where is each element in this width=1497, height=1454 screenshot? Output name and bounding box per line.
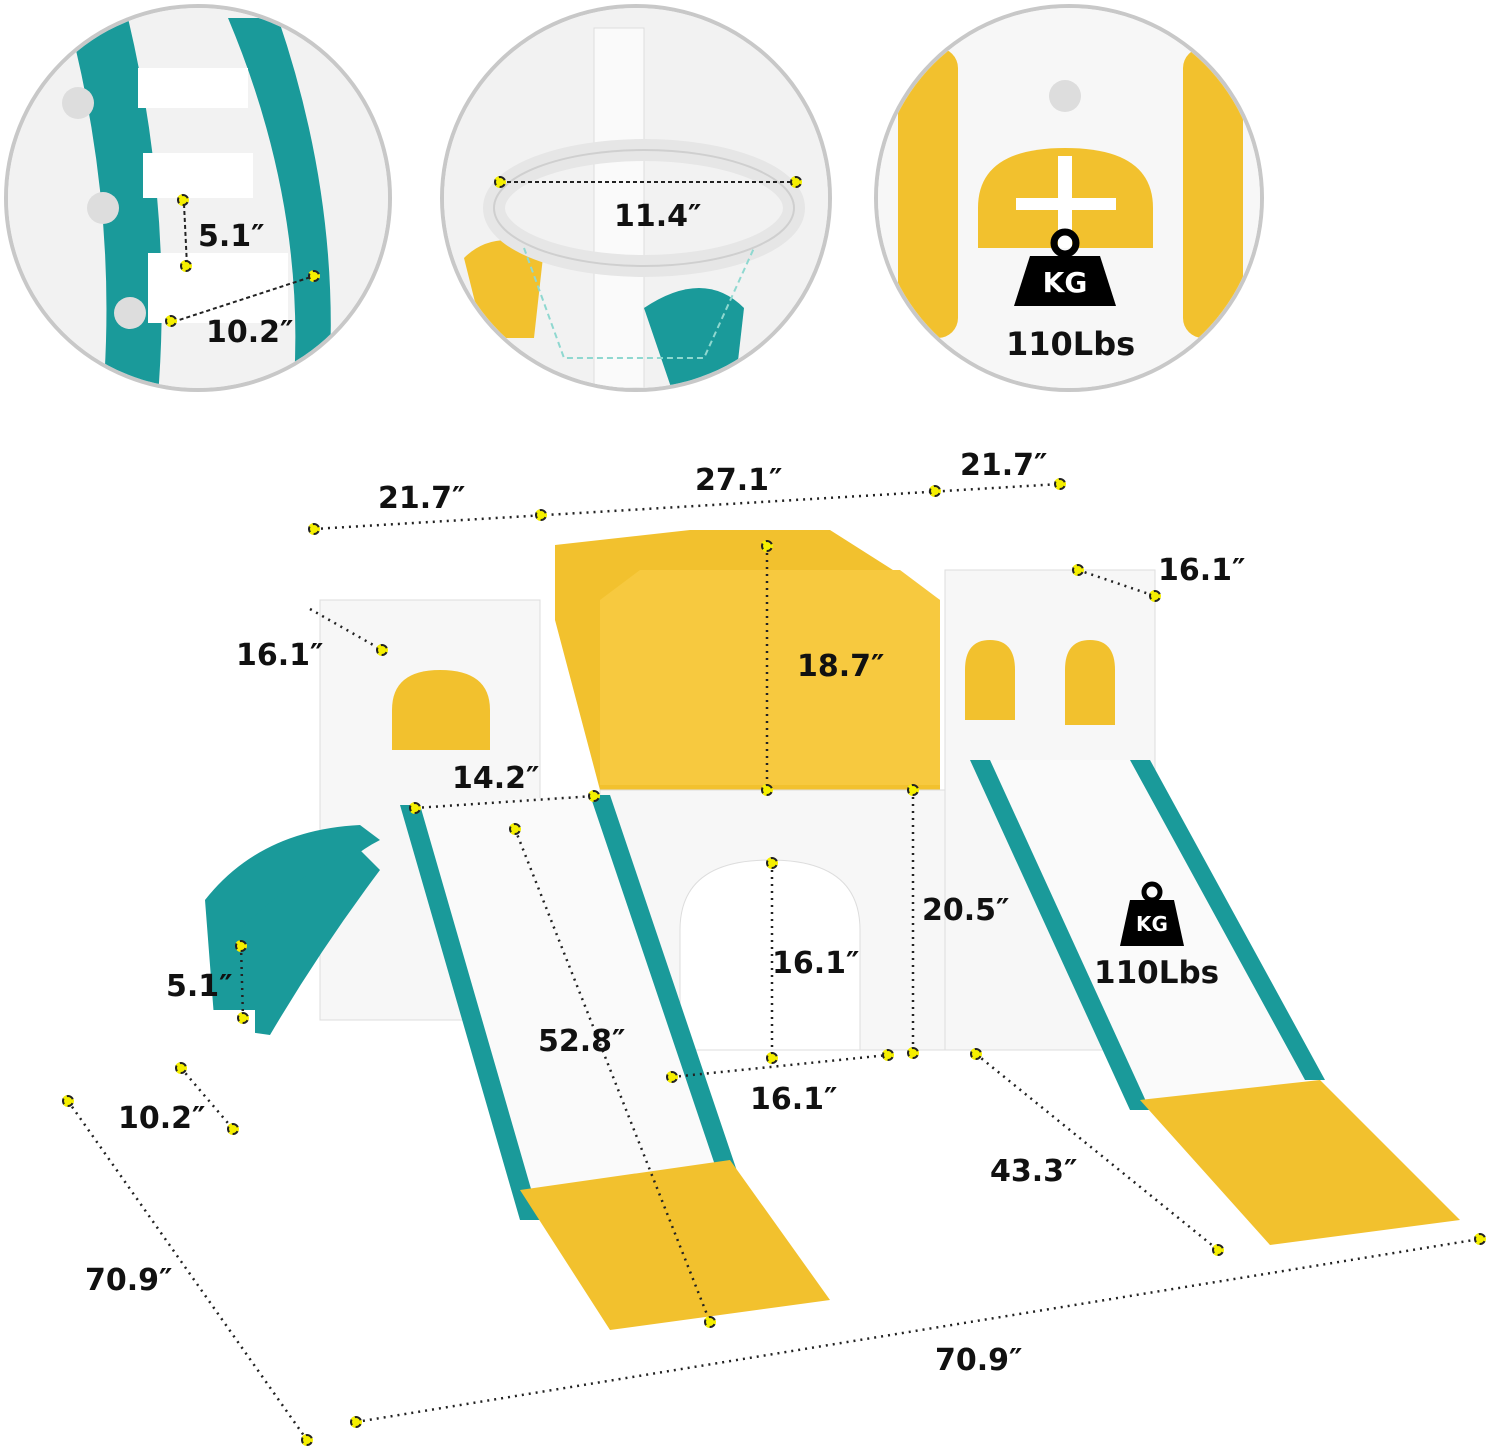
tunnel-height-label: 16.1″ <box>772 946 860 981</box>
inset-step-height-label: 5.1″ <box>198 219 265 254</box>
ladder-step-width-label: 10.2″ <box>118 1101 206 1136</box>
inset-capacity-label: 110Lbs <box>1006 325 1136 363</box>
weight-kg-text: KG <box>1042 266 1088 299</box>
right-tower-depth-label: 16.1″ <box>1158 553 1246 588</box>
left-tower-depth-label: 16.1″ <box>236 638 324 673</box>
inset-weight-detail: KG 110Lbs <box>874 4 1264 392</box>
inset-step-width-label: 10.2″ <box>206 315 294 350</box>
inset-ladder-detail: 5.1″ 10.2″ <box>4 4 392 392</box>
top-left-width-label: 21.7″ <box>378 481 466 516</box>
weight-capacity-label: 110Lbs <box>1094 955 1220 991</box>
platform-height-label: 20.5″ <box>922 893 1010 928</box>
platform-width-label: 14.2″ <box>452 761 540 796</box>
weight-kg-text: KG <box>1136 912 1168 936</box>
center-panel-height-label: 18.7″ <box>797 649 885 684</box>
ladder-step-height-label: 5.1″ <box>166 969 233 1004</box>
top-right-width-label: 21.7″ <box>960 448 1048 483</box>
top-center-width-label: 27.1″ <box>695 463 783 498</box>
weight-kg-icon <box>1014 228 1116 306</box>
window-illustration <box>878 8 1260 388</box>
tunnel-width-label: 16.1″ <box>750 1082 838 1117</box>
right-slide-length-label: 43.3″ <box>990 1154 1078 1189</box>
overall-depth-label: 70.9″ <box>85 1263 173 1298</box>
overall-width-label: 70.9″ <box>935 1343 1023 1378</box>
inset-hoop-detail: 11.4″ <box>440 4 832 392</box>
left-slide-length-label: 52.8″ <box>538 1024 626 1059</box>
ladder-illustration <box>8 8 388 388</box>
inset-hoop-diameter-label: 11.4″ <box>614 199 702 234</box>
hoop-illustration <box>444 8 828 388</box>
